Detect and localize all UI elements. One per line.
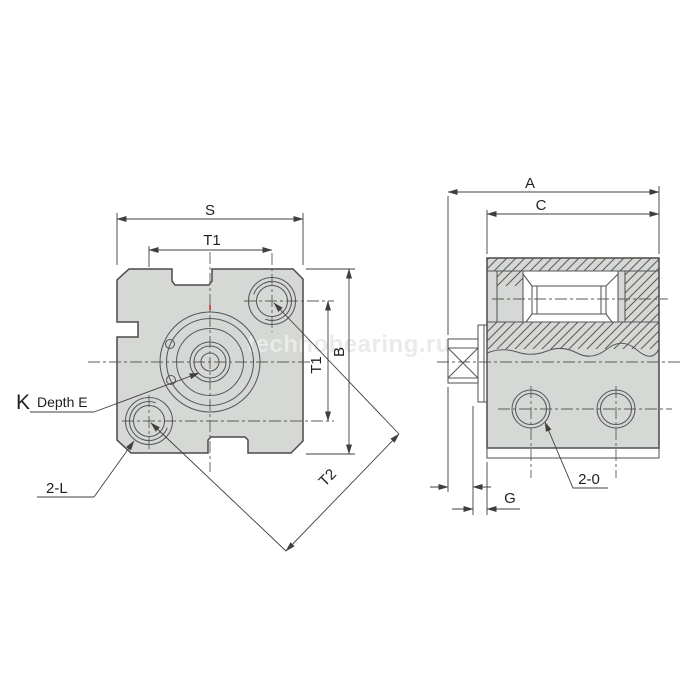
dim-label-b: B	[331, 347, 348, 357]
label-2-0: 2-0	[578, 471, 600, 488]
dim-label-t2: T2	[316, 466, 340, 490]
thread-cavity	[522, 271, 619, 323]
boss-screw-hole	[164, 338, 176, 350]
callout-2l: 2-L	[37, 440, 135, 498]
flange-plate	[477, 324, 488, 403]
side-body-outline	[486, 257, 660, 459]
dim-t1-vertical: T1	[308, 300, 331, 422]
front-body-outline	[116, 268, 304, 454]
dim-label-t1-side: T1	[308, 356, 325, 374]
dim-label-g: G	[504, 490, 516, 507]
rod-end	[447, 324, 488, 403]
dim-label-c: C	[536, 197, 547, 214]
side-view: A C G 2-0	[430, 175, 680, 515]
callout-k-depth-e: K Depth E	[16, 372, 200, 414]
dim-s: S	[116, 202, 304, 265]
label-k: K	[16, 391, 30, 414]
dim-t1-horizontal: T1	[148, 232, 273, 267]
side-centerlines	[437, 298, 680, 478]
bottom-plate	[486, 447, 660, 459]
dim-a: A	[447, 175, 660, 335]
dim-label-t1-top: T1	[203, 232, 221, 249]
section-hatching	[487, 258, 659, 349]
label-depth-e: Depth E	[37, 394, 88, 410]
label-2l: 2-L	[46, 480, 68, 497]
dim-label-a: A	[525, 175, 535, 192]
break-wavy-line	[486, 342, 660, 357]
dim-rod-end	[430, 387, 491, 515]
front-centerlines	[88, 252, 334, 472]
callout-2-0: 2-0	[544, 421, 608, 489]
boss-screw-hole	[165, 374, 177, 386]
dim-c: C	[486, 197, 660, 254]
dim-g: G	[452, 462, 520, 515]
dim-label-s: S	[205, 202, 215, 219]
